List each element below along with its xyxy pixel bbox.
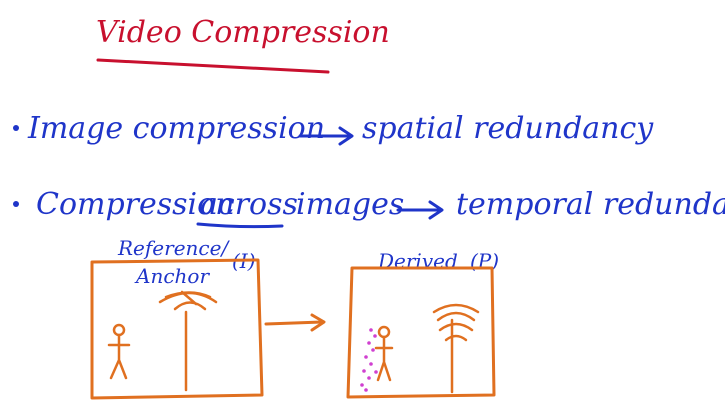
reference-label: Reference/ — [117, 236, 230, 260]
bullet-2-suffix: images — [296, 187, 404, 222]
title-underline — [96, 58, 330, 74]
motion-dots — [360, 328, 378, 392]
arrow-icon — [264, 313, 326, 332]
derived-frame — [346, 266, 496, 399]
stick-figure-icon — [107, 323, 131, 380]
bullet-1-left: Image compression — [27, 111, 325, 146]
stick-figure-icon — [374, 325, 394, 382]
bullet-2-right: temporal redundancy — [456, 187, 725, 222]
tree-icon — [158, 290, 218, 392]
bullet-dot-1 — [13, 125, 19, 131]
tree-icon — [432, 303, 480, 394]
bullet-2-prefix: Compression — [36, 187, 235, 222]
arrow-icon — [298, 126, 354, 146]
title-text: Video Compression — [96, 15, 390, 50]
arrow-icon — [396, 200, 444, 220]
anchor-label: Anchor — [134, 264, 210, 288]
bullet-2-underlined: across — [200, 187, 298, 222]
bullet-1-right: spatial redundancy — [362, 111, 654, 146]
bullet-dot-2 — [13, 201, 19, 207]
across-underline — [196, 222, 284, 229]
reference-frame — [90, 258, 264, 400]
